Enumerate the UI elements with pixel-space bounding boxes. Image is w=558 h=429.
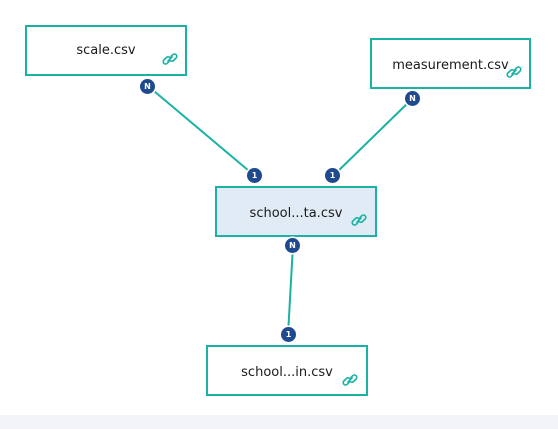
- relationship-line-scale-school-data[interactable]: [147, 85, 256, 177]
- cardinality-badge: N: [405, 91, 420, 106]
- table-node-label: measurement.csv: [392, 58, 509, 73]
- relationship-line-school-data-school-in[interactable]: [287, 244, 294, 336]
- table-node-label: school...in.csv: [241, 365, 333, 380]
- relationship-line-measurement-school-data[interactable]: [332, 97, 414, 177]
- cardinality-badge: 1: [247, 168, 262, 183]
- table-node-school-in[interactable]: school...in.csv: [206, 345, 368, 396]
- canvas-footer-band: [0, 415, 558, 429]
- cardinality-badge: 1: [281, 327, 296, 342]
- link-icon[interactable]: [351, 212, 367, 228]
- table-node-school-data[interactable]: school...ta.csv: [215, 186, 377, 237]
- table-node-label: scale.csv: [76, 43, 136, 58]
- table-node-measurement[interactable]: measurement.csv: [370, 38, 531, 89]
- link-icon[interactable]: [342, 372, 358, 388]
- table-node-label: school...ta.csv: [249, 206, 343, 221]
- table-node-scale[interactable]: scale.csv: [25, 25, 187, 76]
- link-icon[interactable]: [162, 51, 178, 67]
- cardinality-badge: N: [285, 238, 300, 253]
- cardinality-badge: N: [140, 79, 155, 94]
- link-icon[interactable]: [506, 64, 522, 80]
- cardinality-badge: 1: [325, 168, 340, 183]
